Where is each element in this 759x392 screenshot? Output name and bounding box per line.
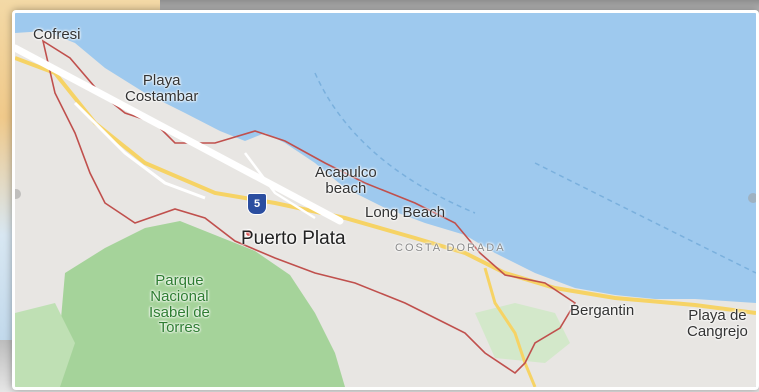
label-acapulco-beach: Acapulco beach — [315, 164, 377, 197]
label-playa-costambar: Playa Costambar — [125, 72, 199, 105]
label-long-beach: Long Beach — [365, 204, 446, 221]
secondary-road-2 — [244, 152, 316, 220]
label-bergantin: Bergantin — [570, 302, 635, 319]
label-parque-nacional: Parque Nacional Isabel de Torres — [149, 272, 210, 337]
map-canvas[interactable] — [15, 13, 756, 387]
pointer-line — [15, 44, 344, 225]
pin-icon[interactable] — [245, 229, 253, 237]
map-edge-marker-right — [748, 193, 756, 203]
label-playa-de-cangrejo: Playa de Cangrejo — [687, 307, 748, 340]
secondary-road-3 — [483, 267, 537, 387]
highway-shield-icon: 5 — [247, 193, 267, 215]
ferry-line — [314, 72, 476, 214]
ferry-line-2 — [534, 162, 756, 274]
secondary-road — [73, 101, 206, 200]
national-park-area — [55, 221, 345, 387]
municipal-boundary — [41, 39, 577, 375]
label-cofresi: Cofresi — [33, 26, 81, 43]
map-edge-marker-left — [15, 189, 21, 199]
green-area-east — [475, 303, 570, 363]
label-costa-dorada: COSTA DORADA — [395, 242, 506, 254]
label-puerto-plata: Puerto Plata — [241, 228, 346, 249]
green-area-small — [15, 303, 75, 387]
map-viewport[interactable]: Cofresi Playa Costambar Acapulco beach L… — [12, 10, 759, 390]
